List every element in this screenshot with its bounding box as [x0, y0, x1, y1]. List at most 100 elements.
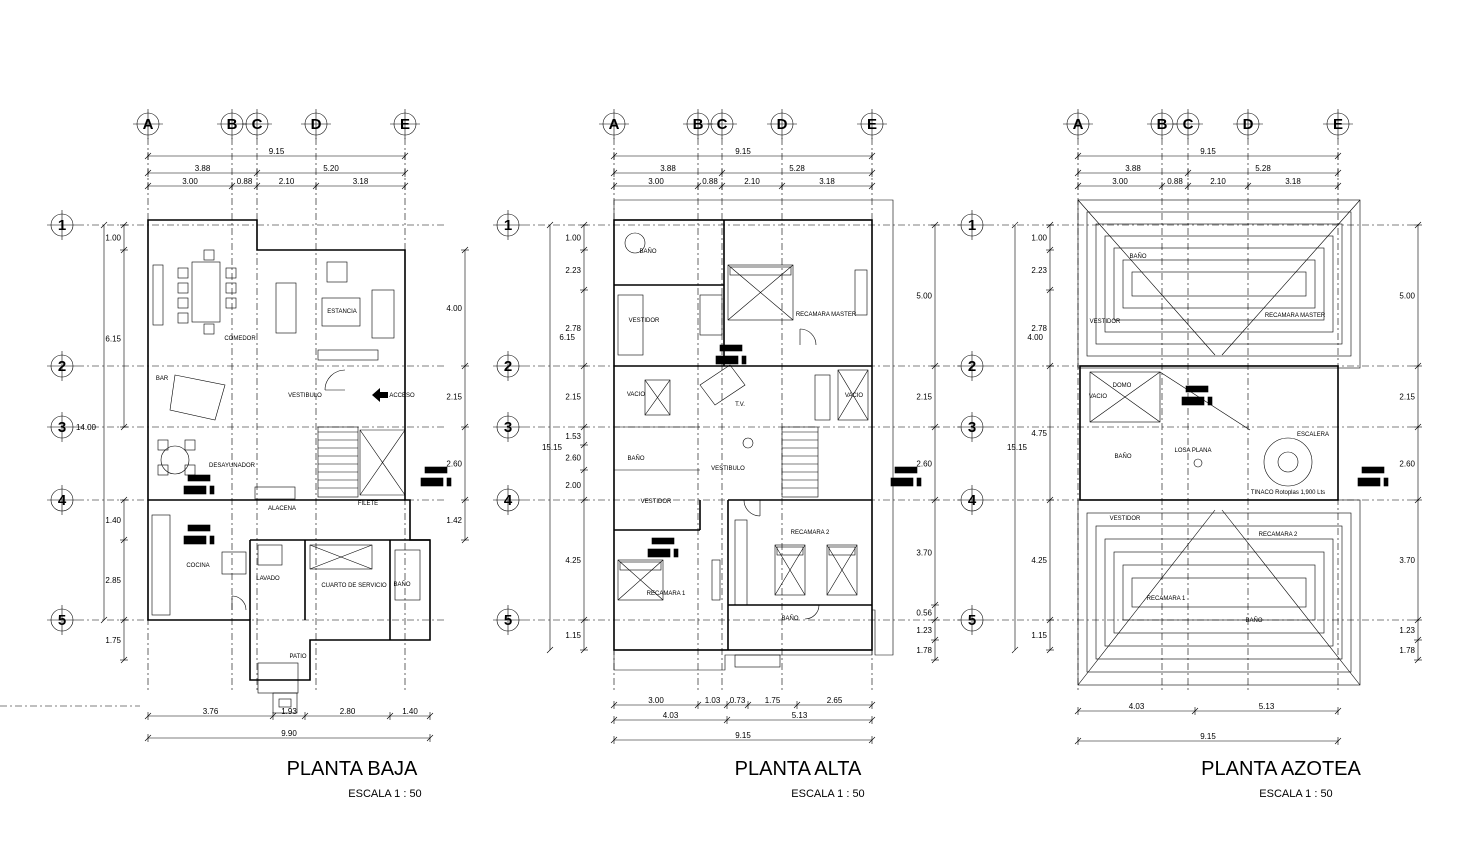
room-label: VACIO	[845, 393, 864, 399]
dimension-label: 0.88	[1167, 177, 1183, 186]
axis-label: A	[609, 116, 620, 133]
dimension-label: 2.23	[565, 266, 581, 275]
axis-label: 3	[58, 419, 66, 436]
room-label: BAÑO	[1114, 453, 1131, 460]
dimension-label: 1.75	[765, 696, 781, 705]
axis-label: 4	[58, 492, 67, 509]
chair-icon	[157, 464, 169, 476]
plan-title: PLANTA AZOTEA	[1201, 758, 1361, 780]
room-label: VESTIDOR	[1090, 319, 1121, 325]
chair-icon	[184, 439, 196, 451]
dimension-label: 4.25	[1031, 556, 1047, 565]
tv-unit	[814, 374, 831, 421]
dimension-label: 9.15	[1200, 147, 1216, 156]
axis-label: 4	[504, 492, 513, 509]
coffee-table	[321, 297, 361, 327]
dimension-label: 4.25	[565, 556, 581, 565]
dimension-label: 3.88	[195, 164, 211, 173]
dimension-label: 1.15	[1031, 631, 1047, 640]
bed-icon	[826, 544, 858, 596]
section-tag	[183, 474, 215, 495]
dimension-label: 0.56	[916, 609, 932, 618]
plan-scale: ESCALA 1 : 50	[791, 788, 864, 800]
plan-title: PLANTA BAJA	[287, 758, 418, 780]
room-label: RECAMARA MASTER	[1265, 313, 1326, 319]
axis-label: A	[143, 116, 154, 133]
axis-label: B	[1157, 116, 1168, 133]
registro-box	[272, 692, 298, 714]
dimension-label: 6.15	[105, 335, 121, 344]
room-label: BAÑO	[1245, 617, 1262, 624]
section-tag	[1357, 466, 1389, 487]
axis-label: B	[227, 116, 238, 133]
room-label: ESTANCIA	[327, 309, 357, 315]
room-label: FILETE	[358, 501, 378, 507]
room-label: LAVADO	[256, 576, 280, 582]
chair-icon	[225, 282, 237, 294]
room-label: VESTIDOR	[641, 499, 672, 505]
room-label: LOSA PLANA	[1174, 448, 1211, 454]
dimension-label: 3.00	[1112, 177, 1128, 186]
axis-label: 5	[968, 612, 976, 629]
hall-closet	[734, 519, 748, 606]
armchair-icon	[326, 261, 348, 283]
drain-slope	[1159, 371, 1251, 431]
dimension-label: 0.73	[730, 696, 746, 705]
dimension-label: 2.15	[565, 393, 581, 402]
room-label: RECAMARA MASTER	[796, 312, 857, 318]
dimension-label: 3.00	[648, 696, 664, 705]
door-swing	[231, 595, 247, 611]
room-label: COMEDOR	[224, 336, 256, 342]
dimension-label: 15.15	[542, 443, 563, 452]
dimension-label: 3.76	[203, 707, 219, 716]
dimension-label: 2.78	[565, 324, 581, 333]
dimension-label: 3.88	[660, 164, 676, 173]
dimension-tick	[100, 616, 108, 624]
dimension-label: 1.78	[916, 646, 932, 655]
room-label: VACIO	[627, 392, 646, 398]
axis-label: C	[717, 116, 728, 133]
kitchen-island	[221, 551, 247, 575]
dimension-label: 2.10	[279, 177, 295, 186]
axis-label: 3	[504, 419, 512, 436]
chair-icon	[225, 297, 237, 309]
tv-chair	[699, 364, 746, 406]
window-furniture	[854, 269, 868, 316]
stair	[317, 426, 359, 498]
dimension-tick	[546, 221, 554, 229]
dimension-label: 5.13	[1259, 702, 1275, 711]
dimension-label: 0.88	[702, 177, 718, 186]
axis-label: D	[777, 116, 788, 133]
plan-scale: ESCALA 1 : 50	[1259, 788, 1332, 800]
dimension-label: 9.15	[735, 147, 751, 156]
dimension-label: 4.03	[1129, 702, 1145, 711]
dimension-tick	[100, 221, 108, 229]
flat-slab	[1079, 365, 1339, 501]
axis-label: D	[311, 116, 322, 133]
dimension-label: 3.88	[1125, 164, 1141, 173]
bed-icon	[727, 264, 794, 321]
axis-label: 2	[58, 358, 66, 375]
dimension-label: 9.15	[269, 147, 285, 156]
axis-label: C	[1183, 116, 1194, 133]
dimension-label: 15.15	[1007, 443, 1028, 452]
dimension-label: 1.40	[402, 707, 418, 716]
chair-icon	[184, 464, 196, 476]
service-bed	[309, 544, 373, 570]
dimension-label: 1.78	[1399, 646, 1415, 655]
exterior-wall	[613, 219, 873, 651]
plan-title: PLANTA ALTA	[735, 758, 862, 780]
axis-label: 5	[58, 612, 66, 629]
dimension-label: 2.10	[744, 177, 760, 186]
room-label: CUARTO DE SERVICIO	[321, 583, 387, 589]
room-label: BAÑO	[1129, 253, 1146, 260]
sofa-icon	[275, 282, 297, 334]
dimension-label: 1.75	[105, 636, 121, 645]
dimension-label: 5.00	[1399, 292, 1415, 301]
sofa-icon	[371, 289, 395, 339]
room-label: T.V.	[735, 402, 745, 408]
room-label: ESCALERA	[1297, 432, 1329, 438]
axis-label: D	[1243, 116, 1254, 133]
